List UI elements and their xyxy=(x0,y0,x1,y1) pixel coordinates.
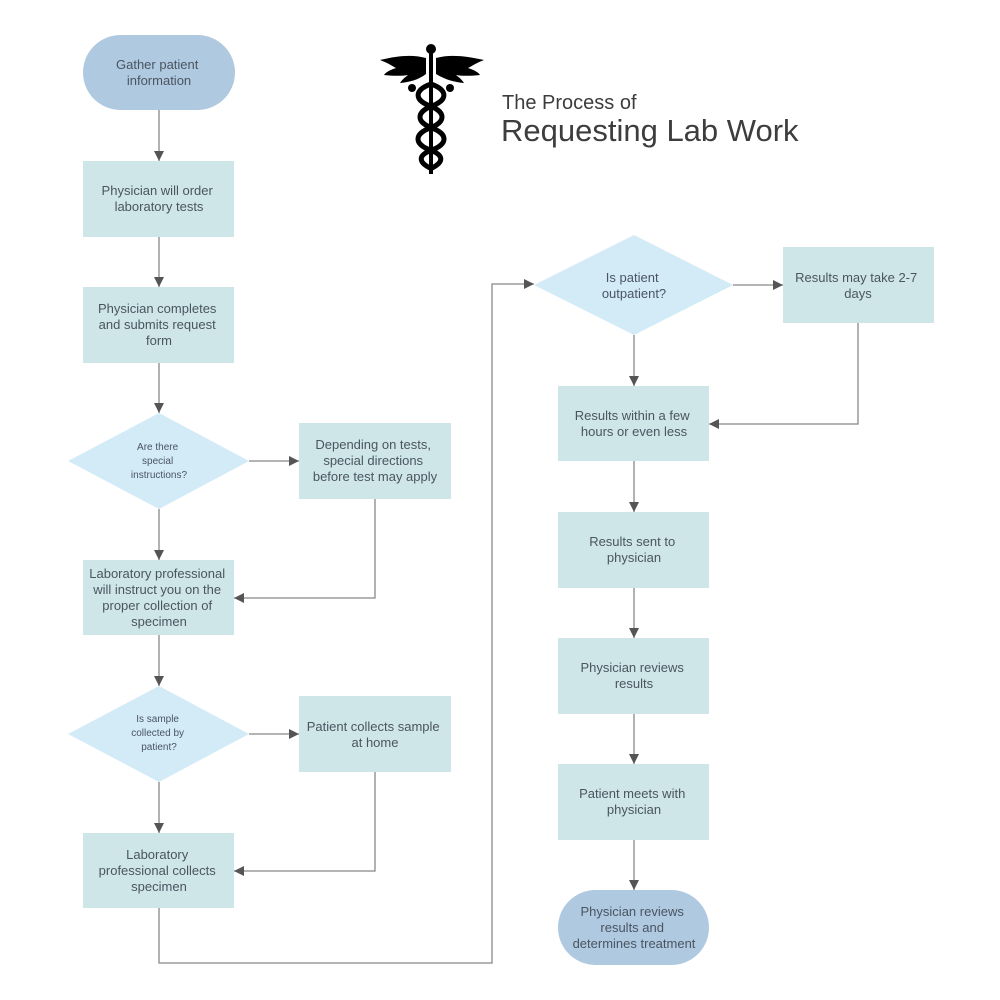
node-outpatient-decision: Is patient outpatient? xyxy=(534,235,733,335)
node-results-hours: Results within a few hours or even less xyxy=(558,386,709,461)
svg-text:Results may take 2-7 d: Results may take 2-7 days xyxy=(795,270,921,301)
node-special-directions: Depending on tests, special directions b… xyxy=(299,423,451,499)
svg-text:Physician will order l: Physician will order laboratory tests xyxy=(102,183,217,214)
svg-text:Patient meets with phy: Patient meets with physician xyxy=(579,786,689,817)
svg-text:Results sent to physic: Results sent to physician xyxy=(589,534,679,565)
title-line-2: Requesting Lab Work xyxy=(501,113,799,148)
svg-text:Physician completes an: Physician completes and submits request … xyxy=(98,301,220,348)
svg-text:Is patient outpatient?: Is patient outpatient? xyxy=(602,270,666,301)
node-lab-collects: Laboratory professional collects specime… xyxy=(83,833,234,908)
node-determines-treatment: Physician reviews results and determines… xyxy=(558,890,709,965)
connector-lines xyxy=(154,110,859,964)
node-patient-collects: Patient collects sample at home xyxy=(299,696,451,772)
svg-text:Laboratory professiona: Laboratory professional collects specime… xyxy=(99,847,220,894)
svg-text:Is sample collected by: Is sample collected by patient? xyxy=(131,714,187,753)
node-gather: Gather patient information xyxy=(83,35,235,110)
svg-text:Physician reviews resu: Physician reviews results and determines… xyxy=(573,904,696,951)
node-results-2-7-days: Results may take 2-7 days xyxy=(783,247,934,323)
svg-text:Are there special: Are there special instructions? xyxy=(131,442,188,481)
title-line-1: The Process of xyxy=(502,92,637,114)
node-order-tests: Physician will order laboratory tests xyxy=(83,161,234,237)
node-lab-instructs: Laboratory professional will instruct yo… xyxy=(83,560,234,635)
svg-text:Patient collects sample: Patient collects sample at home xyxy=(307,719,444,750)
svg-text:Results within a few h: Results within a few hours or even less xyxy=(575,408,694,439)
svg-text:Depending on tests, sp: Depending on tests, special directions b… xyxy=(313,437,438,484)
caduceus-icon xyxy=(380,44,484,174)
svg-text:Gather patient informa: Gather patient information xyxy=(116,57,202,88)
svg-text:Laboratory professional: Laboratory professional will instruct yo… xyxy=(89,566,228,629)
edge-labcollects-outpatient xyxy=(158,279,534,964)
node-special-instructions-decision: Are there special instructions? xyxy=(68,413,249,509)
edge-directions-labinstructs xyxy=(234,499,376,603)
edge-patientcollects-labcollects xyxy=(234,772,376,876)
node-results-sent: Results sent to physician xyxy=(558,512,709,588)
node-physician-reviews: Physician reviews results xyxy=(558,638,709,714)
node-sample-by-patient-decision: Is sample collected by patient? xyxy=(68,686,249,782)
node-patient-meets: Patient meets with physician xyxy=(558,764,709,840)
svg-text:Physician reviews resu: Physician reviews results xyxy=(581,660,688,691)
edge-results27-resultshours xyxy=(709,323,859,429)
node-complete-form: Physician completes and submits request … xyxy=(83,287,234,363)
